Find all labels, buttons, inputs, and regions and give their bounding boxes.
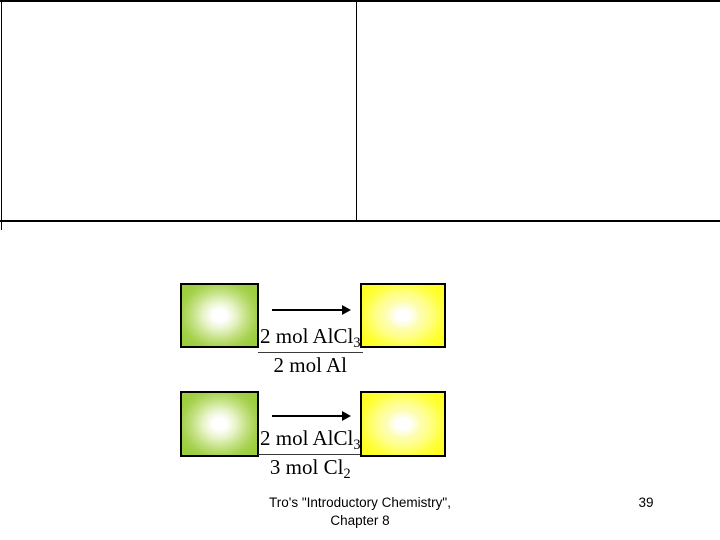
- yellow-sample-box: [360, 391, 446, 457]
- conversion-factor-denominator: 3 mol Cl2: [258, 455, 363, 482]
- numerator-text: 2 mol AlCl: [260, 426, 354, 450]
- arrow-head: [342, 411, 351, 421]
- slide-middle-rule: [0, 220, 720, 222]
- footer-line-1: Tro's "Introductory Chemistry",: [269, 495, 451, 510]
- conversion-factor-denominator: 2 mol Al: [258, 353, 363, 380]
- conversion-factor-numerator: 2 mol AlCl3: [258, 324, 363, 354]
- right-arrow-icon: [272, 410, 352, 422]
- arrow-shaft: [272, 415, 344, 417]
- numerator-subscript: 3: [353, 334, 361, 351]
- slide-page-number: 39: [638, 495, 654, 510]
- numerator-text: 2 mol AlCl: [260, 324, 354, 348]
- footer-line-2: Chapter 8: [330, 512, 390, 528]
- denominator-subscript: 2: [343, 466, 351, 483]
- slide-top-rule: [0, 0, 720, 2]
- conversion-factor-2: 2 mol AlCl3 3 mol Cl2: [258, 427, 363, 483]
- denominator-text: 3 mol Cl: [269, 455, 344, 480]
- green-sample-box: [180, 391, 259, 457]
- numerator-subscript: 3: [353, 436, 361, 453]
- right-arrow-icon: [272, 304, 352, 316]
- arrow-shaft: [272, 309, 344, 311]
- slide-left-rule: [1, 2, 2, 230]
- conversion-factor-numerator: 2 mol AlCl3: [258, 426, 363, 456]
- yellow-sample-box: [360, 283, 446, 348]
- slide-column-divider: [356, 2, 357, 220]
- green-sample-box: [180, 283, 259, 348]
- arrow-head: [342, 305, 351, 315]
- footer-attribution: Tro's "Introductory Chemistry", Chapter …: [180, 494, 540, 530]
- denominator-text: 2 mol Al: [273, 353, 347, 378]
- conversion-factor-1: 2 mol AlCl3 2 mol Al: [258, 325, 363, 381]
